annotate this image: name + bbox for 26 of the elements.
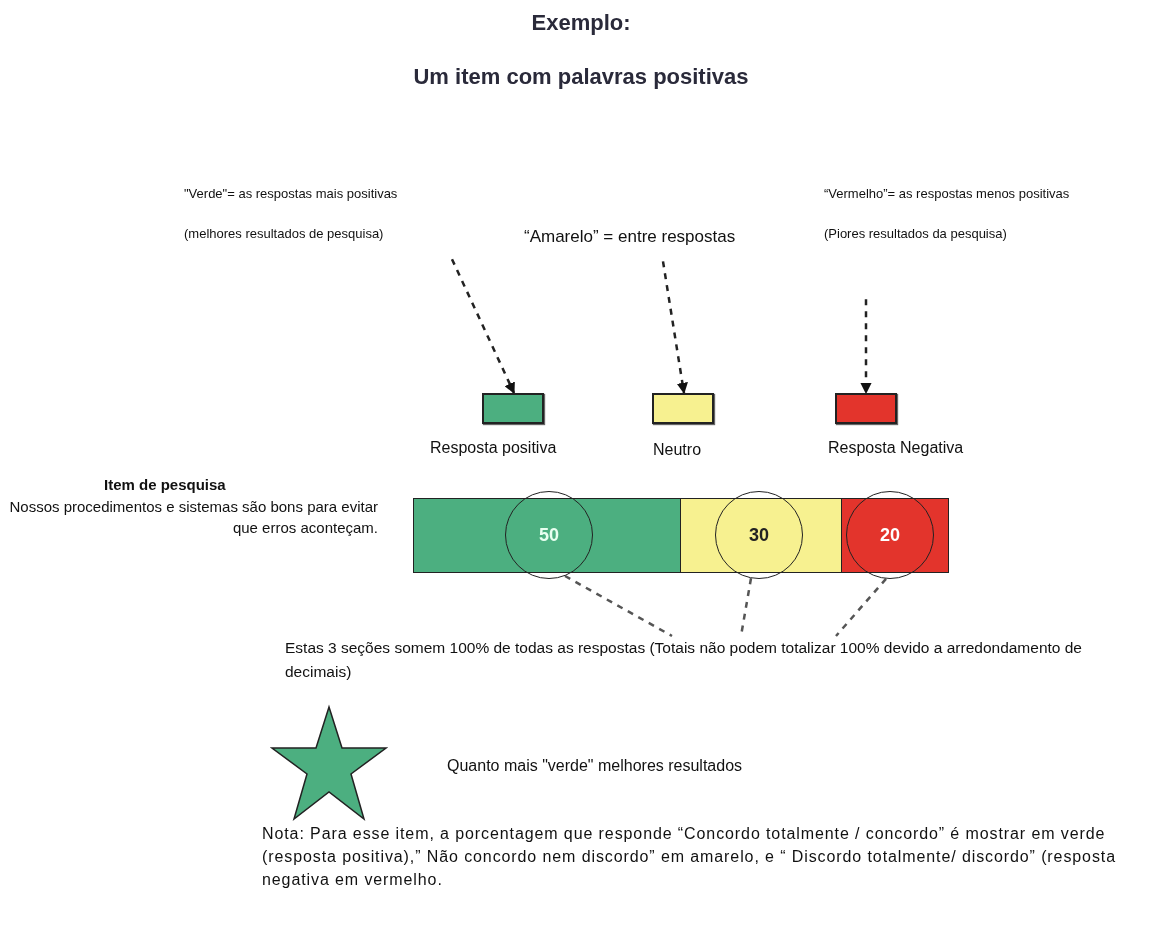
annotation-text: (melhores resultados de pesquisa) xyxy=(184,225,385,242)
annotation-text: “Amarelo” = entre respostas xyxy=(524,227,737,248)
dashed-arrow xyxy=(450,258,516,394)
color-swatch xyxy=(835,393,897,424)
leader-line xyxy=(564,574,673,638)
title: Exemplo: xyxy=(530,10,632,36)
leader-line xyxy=(835,578,887,637)
percentage-value: 50 xyxy=(539,524,559,546)
swatch-caption: Resposta Negativa xyxy=(828,439,964,457)
item-heading: Item de pesquisa xyxy=(104,476,226,493)
item-statement: Nossos procedimentos e sistemas são bons para evitar que erros aconteçam. xyxy=(8,497,378,538)
percentage-value: 30 xyxy=(749,524,769,546)
color-swatch xyxy=(482,393,544,424)
dashed-arrow xyxy=(661,261,688,395)
swatch-caption: Neutro xyxy=(653,441,702,459)
dashed-arrow xyxy=(860,299,872,395)
percentage-value: 20 xyxy=(880,524,900,546)
color-swatch xyxy=(652,393,714,424)
footnote: Nota: Para esse item, a porcentagem que responde “Concordo totalmente / concordo” é mostrar em verde (resposta positiva),” Não concordo nem discordo” em amarelo, e “ Discordo totalmente/ discordo” (resposta negativa em vermelho. xyxy=(262,824,1117,891)
annotation-text: "Verde"= as respostas mais positivas xyxy=(184,186,399,202)
note-text: Estas 3 seções somem 100% de todas as respostas (Totais não podem totalizar 100% devido a arredondamento de decimais) xyxy=(285,636,1145,685)
annotation-text: “Vermelho”= as respostas menos positivas xyxy=(824,186,1071,202)
annotation-text: (Piores resultados da pesquisa) xyxy=(824,225,1008,242)
legend-note: Quanto mais "verde" melhores resultados xyxy=(447,756,743,776)
subtitle: Um item com palavras positivas xyxy=(412,64,750,90)
swatch-caption: Resposta positiva xyxy=(430,439,557,457)
